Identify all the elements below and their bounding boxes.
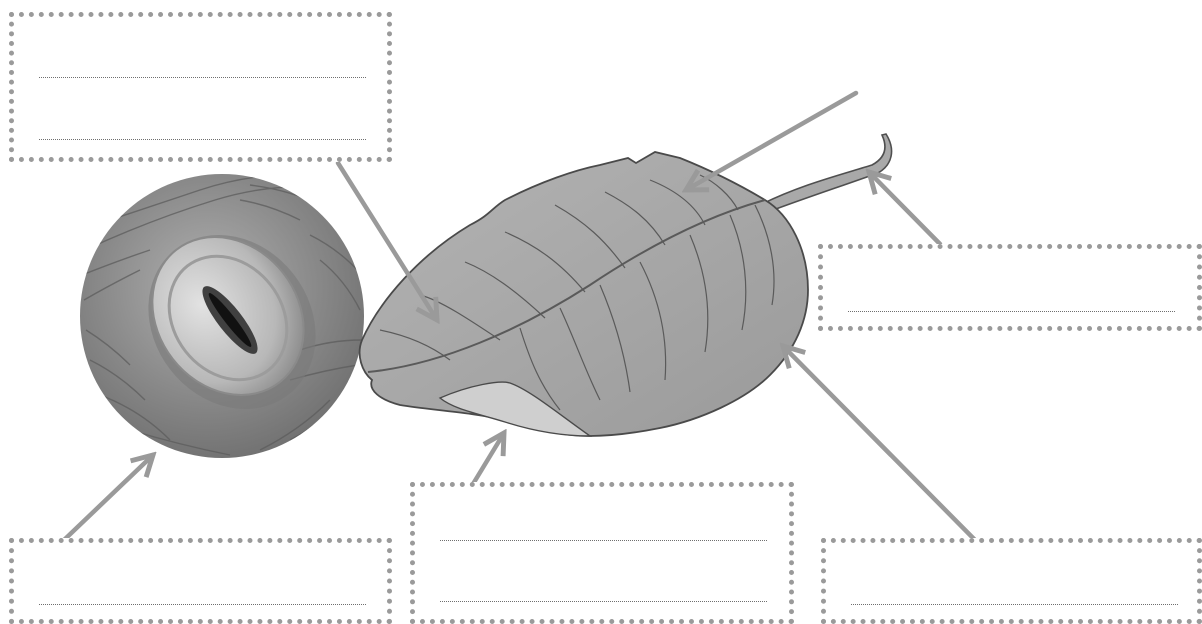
answer-line[interactable] [39, 77, 366, 78]
answer-line[interactable] [39, 604, 366, 605]
label-box-bottom-center[interactable] [410, 482, 794, 624]
answer-line[interactable] [848, 311, 1175, 312]
arrow-to-stoma [64, 455, 153, 540]
label-box-bottom-right[interactable] [821, 538, 1202, 624]
answer-line[interactable] [440, 540, 767, 541]
arrow-to-underside [473, 433, 504, 484]
leaf-illustration [360, 134, 892, 436]
answer-line[interactable] [39, 139, 366, 140]
label-box-bottom-left[interactable] [9, 538, 392, 624]
arrow-to-petiole [869, 172, 940, 244]
label-box-top-left[interactable] [9, 12, 392, 162]
arrow-to-leaf-edge [783, 346, 975, 540]
stoma-micrograph [80, 174, 364, 458]
arrow-top-to-midrib [686, 93, 856, 190]
answer-line[interactable] [440, 601, 767, 602]
label-box-right-upper[interactable] [818, 244, 1202, 331]
answer-line[interactable] [851, 604, 1178, 605]
